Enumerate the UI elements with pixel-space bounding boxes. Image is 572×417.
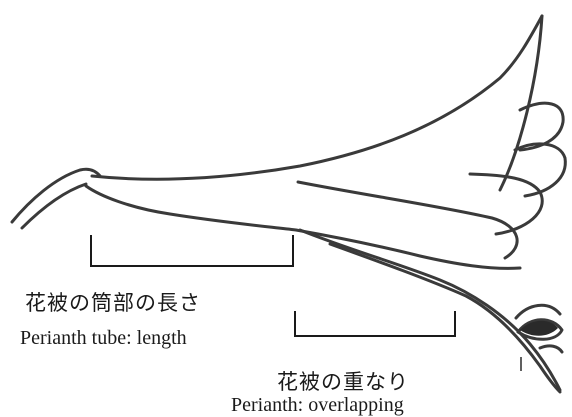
label-tube-length-en: Perianth tube: length [20, 327, 187, 350]
label-tube-length-jp: 花被の筒部の長さ [25, 287, 201, 317]
tepal-lobe-4 [298, 182, 517, 258]
tepal-lobe-2 [515, 144, 565, 196]
bracket-tube-length [91, 235, 293, 266]
bracket-overlapping [295, 311, 455, 336]
label-overlapping-jp: 花被の重なり [277, 366, 409, 396]
anther-tip [540, 346, 562, 352]
stamen [516, 305, 560, 318]
stalk-lower [22, 184, 86, 228]
label-overlapping-en: Perianth: overlapping [231, 394, 404, 417]
stalk-upper [12, 169, 100, 222]
tube-upper-edge [92, 16, 542, 179]
tube-lower-edge [86, 186, 520, 268]
